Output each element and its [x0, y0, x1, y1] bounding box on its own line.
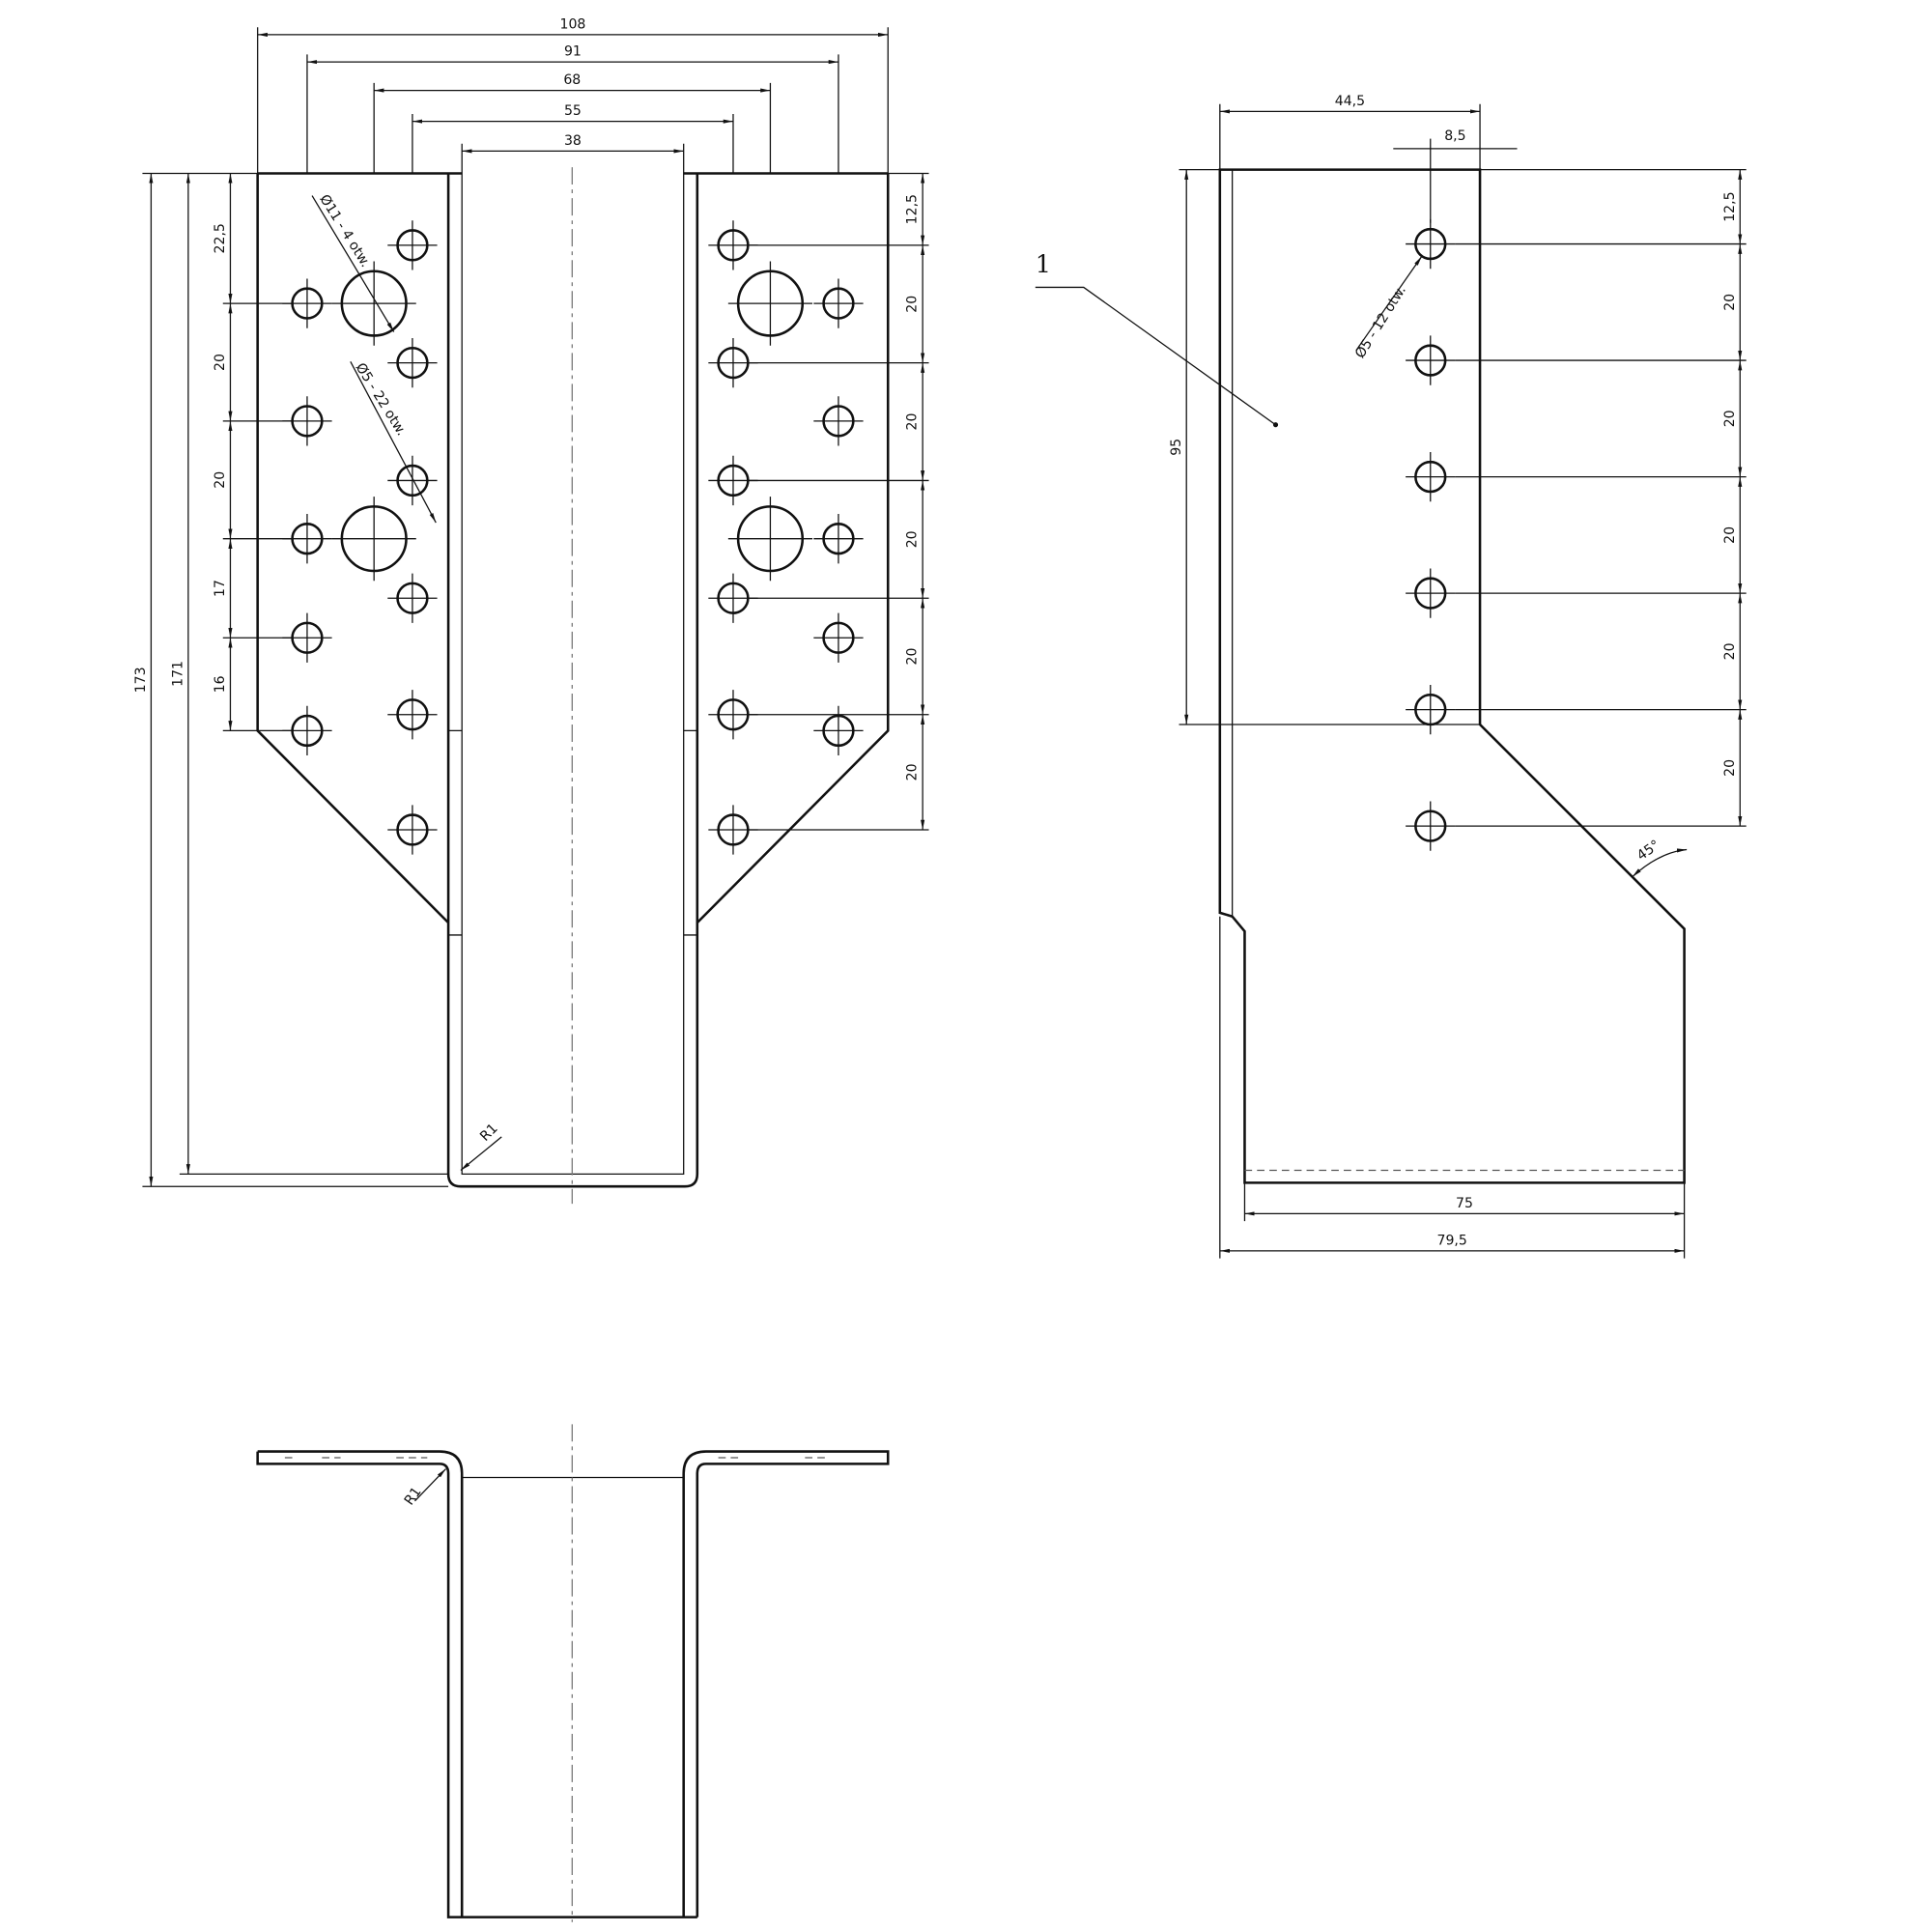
height-dimension: 173: [133, 667, 149, 693]
top-dimension-ext: [412, 113, 734, 174]
hole-centerline: [387, 805, 438, 855]
right-chain-dimension: 20: [1722, 526, 1738, 544]
hole-centerline: [1406, 451, 1456, 502]
bottom-view: R1: [256, 1424, 890, 1922]
bottom-radius-label: R1: [402, 1485, 425, 1509]
hole-centerline: [387, 338, 438, 388]
right-chain-dimension: 20: [1722, 410, 1738, 427]
top-dimension-ext: [373, 82, 772, 174]
top-dimension-ext: [257, 27, 889, 174]
left-chain-dimension: 20: [213, 471, 228, 489]
top-dimension: 108: [559, 16, 585, 32]
offset-dimension: 8,5: [1444, 128, 1465, 144]
width-dimension-ext: [1219, 103, 1481, 170]
hole-centerline: [331, 261, 416, 346]
side-view: 44,5 8,5 95 12,5 20 20 20 20 20 75 79,5 1 Ø5 - 12 …: [1035, 94, 1747, 1259]
hole-centerline: [387, 690, 438, 740]
left-chain-dimension: 20: [213, 354, 228, 371]
right-chain-dimension: 20: [1722, 642, 1738, 660]
right-chain-dimension: 20: [905, 413, 921, 431]
top-dimension: 38: [564, 133, 582, 149]
height-dimension: 95: [1169, 439, 1184, 456]
hole-centerline: [813, 705, 864, 756]
angle-label: 45°: [1634, 838, 1663, 864]
right-chain-dimension: 20: [905, 530, 921, 548]
hole-centerline: [813, 514, 864, 564]
hole-centerline: [813, 612, 864, 663]
height-ext: [142, 172, 449, 1187]
hole-centerline: [387, 455, 438, 506]
hole-centerline: [1406, 684, 1456, 735]
top-dimension: 91: [564, 44, 582, 60]
hole-centerline: [1406, 568, 1456, 618]
right-chain-dimension: 20: [905, 296, 921, 313]
hole-centerline: [387, 573, 438, 623]
hole-centerline: [727, 261, 813, 346]
hole-centerline: [331, 497, 416, 582]
width-dimension: 44,5: [1335, 94, 1365, 109]
right-chain-dimension: 20: [1722, 294, 1738, 311]
top-dimension-ext: [306, 54, 839, 174]
hole-centerline: [387, 220, 438, 270]
right-chain-dimension: 20: [905, 763, 921, 781]
side-hole-note: Ø5 - 12 otw.: [1352, 283, 1409, 361]
hole-centerline: [1406, 335, 1456, 385]
large-hole-note: Ø11 - 4 otw.: [316, 192, 373, 270]
part-number: 1: [1036, 250, 1051, 279]
hole-centerline: [1406, 218, 1456, 270]
right-chain-dimension: 12,5: [1722, 191, 1738, 221]
left-chain-dimension: 22,5: [213, 223, 228, 253]
right-chain-dimension: 12,5: [905, 194, 921, 224]
height-ext: [1179, 169, 1220, 725]
right-chain-dimension: 20: [1722, 759, 1738, 777]
right-chain-dimension: 20: [905, 647, 921, 665]
bottom-outer-dimension: 79,5: [1437, 1233, 1467, 1248]
height-dimension: 171: [170, 661, 185, 687]
front-view: 108 91 68 55 38 173 171 22,5 20 20 17 16 12,5 20 20 20 2…: [133, 16, 929, 1205]
left-chain-dimension: 17: [213, 580, 228, 597]
bottom-ext: [1219, 916, 1686, 1259]
left-chain-dimension: 16: [213, 675, 228, 693]
hole-centerline: [813, 278, 864, 328]
hole-centerline: [1406, 801, 1456, 851]
top-dimension-ext: [461, 143, 685, 174]
hole-centerline: [727, 497, 813, 582]
top-dimension: 68: [563, 72, 581, 88]
bottom-inner-dimension: 75: [1456, 1196, 1473, 1211]
top-dimension: 55: [564, 103, 582, 119]
hole-centerline: [813, 396, 864, 446]
